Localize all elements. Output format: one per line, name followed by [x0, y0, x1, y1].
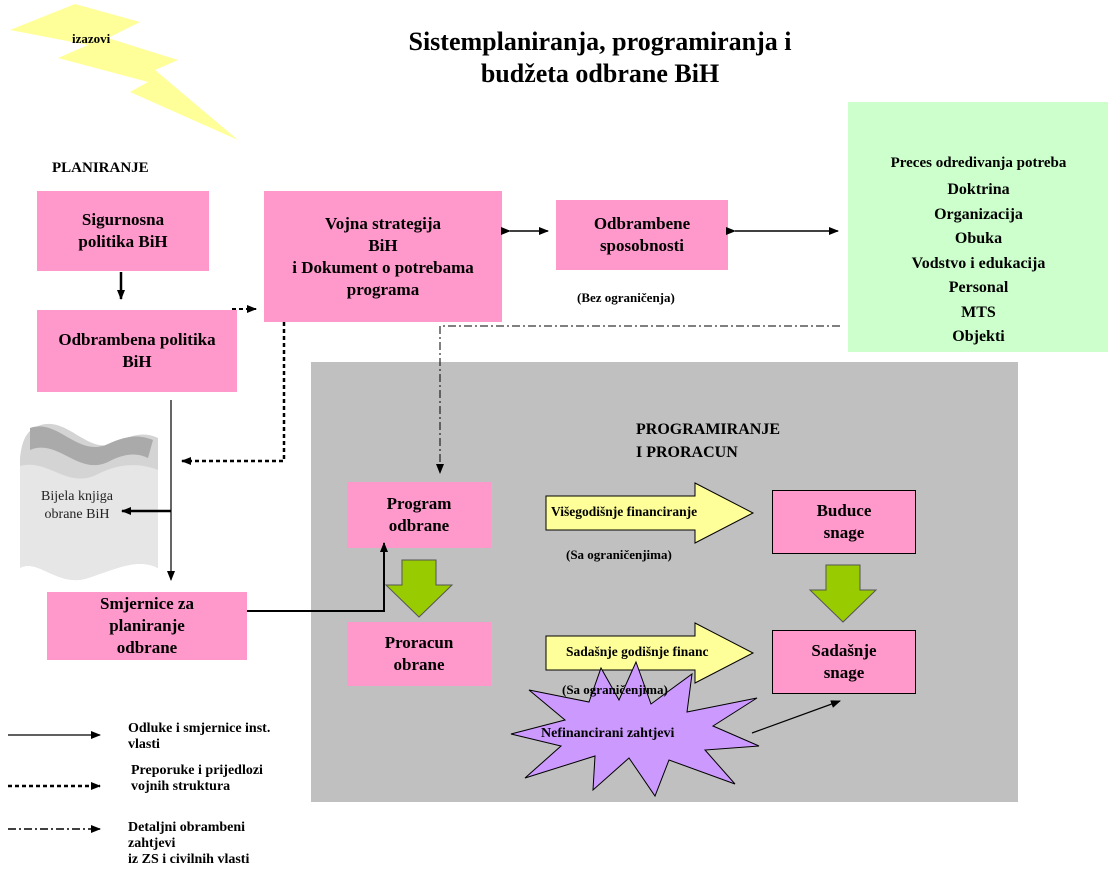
- odbrambene-sposobnosti-box: Odbrambene sposobnosti: [556, 200, 728, 270]
- buduce-snage-box: Buduce snage: [772, 490, 916, 554]
- potrebe-title: Preces odredivanja potreba: [890, 155, 1067, 171]
- potrebe-item: Doktrina: [947, 181, 1010, 198]
- proracun-odbrane-box: Proracun obrane: [347, 622, 491, 686]
- potrebe-item: Obuka: [954, 230, 1003, 247]
- smjernice-box: Smjernice za planiranje odbrane: [47, 592, 247, 660]
- sa-ogranicenjima-2: (Sa ograničenjima): [562, 682, 668, 697]
- program-to-proracun-arrow: [384, 559, 454, 618]
- potrebe-list: Doktrina Organizacija Obuka Vodstvo i ed…: [849, 178, 1108, 350]
- sadasnje-snage-text: Sadašnje snage: [811, 641, 877, 682]
- sadasnje-godisnje-arrow: [545, 622, 755, 684]
- nefinancirani-starburst: [510, 660, 760, 798]
- odbrambena-politika-text: Odbrambena politika BiH: [58, 330, 216, 371]
- potrebe-item: Objekti: [952, 328, 1005, 345]
- izazovi-label: izazovi: [72, 31, 111, 46]
- vojna-strategija-text: Vojna strategija BiH i Dokument o potreb…: [292, 213, 474, 299]
- legend-dashed-label: Preporuke i prijedlozi vojnih struktura: [131, 763, 263, 794]
- vojna-strategija-box: Vojna strategija BiH i Dokument o potreb…: [264, 191, 502, 322]
- sa-ogranicenjima-1: (Sa ograničenjima): [566, 547, 672, 562]
- program-odbrane-box: Program odbrane: [347, 482, 491, 548]
- smjernice-text: Smjernice za planiranje odbrane: [100, 594, 194, 657]
- bijela-knjiga-document-icon: [20, 423, 158, 581]
- lightning-icon: [10, 4, 238, 140]
- visegodisnje-label: Višegodišnje financiranje: [551, 504, 698, 519]
- buduce-snage-text: Buduce snage: [816, 501, 872, 542]
- nefinancirani-label: Nefinancirani zahtjevi: [541, 726, 675, 741]
- programiranje-label: PROGRAMIRANJE I PRORACUN: [636, 421, 780, 461]
- sadasnje-snage-box: Sadašnje snage: [772, 630, 916, 694]
- bez-ogranicenja-label: (Bez ograničenja): [577, 290, 675, 305]
- visegodisnje-arrow: [545, 482, 755, 544]
- odbrambene-sposobnosti-text: Odbrambene sposobnosti: [593, 214, 691, 255]
- planiranje-label: PLANIRANJE: [52, 160, 149, 176]
- proracun-odbrane-text: Proracun obrane: [384, 633, 454, 674]
- sigurnosna-politika-box: Sigurnosna politika BiH: [37, 191, 209, 271]
- potrebe-item: Organizacija: [934, 205, 1023, 223]
- sigurnosna-politika-text: Sigurnosna politika BiH: [78, 210, 168, 251]
- buduce-to-sadasnje-arrow: [808, 564, 878, 623]
- potrebe-item: Vodstvo i edukacija: [911, 254, 1046, 272]
- program-odbrane-text: Program odbrane: [386, 494, 452, 535]
- page-title: Sistemplaniranja, programiranja i budžet…: [408, 27, 792, 88]
- sadasnje-godisnje-label: Sadašnje godišnje financ: [566, 644, 709, 659]
- bijela-knjiga-label: Bijela knjiga obrane BiH: [41, 489, 113, 522]
- legend-dashdot-label: Detaljni obrambeni zahtjevi iz ZS i civi…: [128, 820, 250, 867]
- odbrambena-politika-box: Odbrambena politika BiH: [37, 310, 237, 392]
- potrebe-item: MTS: [961, 303, 996, 321]
- potrebe-panel: [848, 102, 1108, 352]
- potrebe-item: Personal: [948, 279, 1009, 296]
- legend-solid-label: Odluke i smjernice inst. vlasti: [128, 721, 271, 752]
